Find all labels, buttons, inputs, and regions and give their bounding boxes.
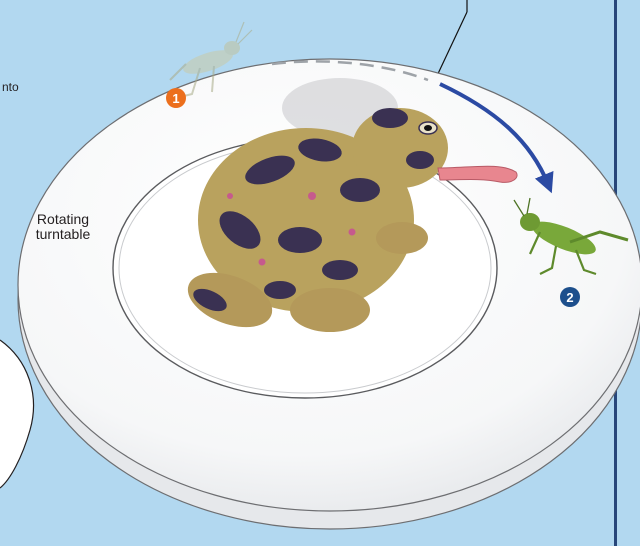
turntable-label-line1: Rotating: [18, 212, 108, 227]
marker-2-text: 2: [566, 290, 573, 305]
marker-1-text: 1: [172, 91, 179, 106]
toad-tongue: [438, 166, 517, 182]
turntable-label: Rotating turntable: [18, 212, 108, 242]
cut-off-text: nto: [2, 80, 19, 94]
marker-1: 1: [166, 88, 186, 108]
turntable-label-line2: turntable: [18, 227, 108, 242]
marker-2: 2: [560, 287, 580, 307]
